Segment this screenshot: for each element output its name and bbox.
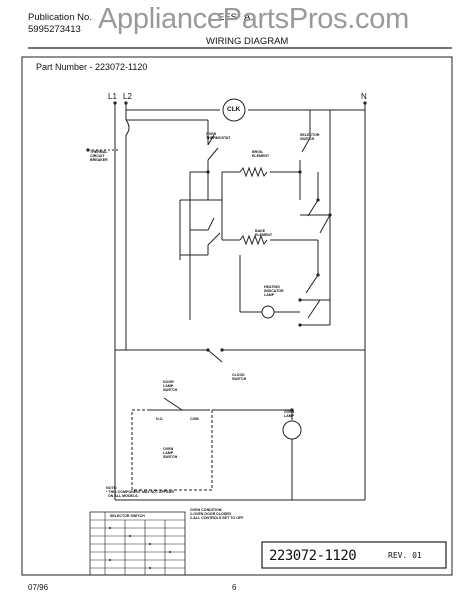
part-number-line: Part Number - 223072-1120 <box>36 62 148 72</box>
footer-date: 07/96 <box>28 583 49 592</box>
oven-lamp-label: OVEN LAMP <box>284 410 295 419</box>
publication-label: Publication No. <box>28 12 92 23</box>
line-l1-label: L1 <box>108 92 117 101</box>
section-title: WIRING DIAGRAM <box>206 36 289 47</box>
selector-table-title: SELECTOR SWITCH <box>110 514 145 518</box>
door-lamp-switch-label: DOOR LAMP SWITCH <box>163 380 178 393</box>
clock-switch-label: CLOCK SWITCH <box>232 373 247 382</box>
heating-lamp-label: HEATING INDICATOR LAMP <box>264 285 284 298</box>
broil-element-label: BROIL ELEMENT <box>252 150 270 159</box>
oven-lamp-switch-label: OVEN LAMP SWITCH <box>163 447 178 460</box>
no-contact-label: N.O. <box>156 417 164 421</box>
diagram-part-number: 223072-1120 <box>269 548 357 564</box>
page-number: 6 <box>232 583 237 592</box>
model-fragment: EES <box>218 12 238 23</box>
publication-number: 5995273413 <box>28 24 81 35</box>
line-n-label: N <box>361 92 367 101</box>
bake-element-label: BAKE ELEMENT <box>255 229 273 238</box>
model-suffix: A <box>244 12 251 23</box>
watermark: AppliancePartsPros.com <box>98 3 409 35</box>
thermal-breaker-label: THERMAL CIRCUIT BREAKER <box>90 150 108 163</box>
selector-switch-label: SELECTOR SWITCH <box>300 133 320 142</box>
com-contact-label: COM. <box>190 417 200 421</box>
clock-symbol: CLK <box>227 106 241 113</box>
line-l2-label: L2 <box>123 92 132 101</box>
component-note: NOTE: * THIS COMPONENT MAY NOT APPEAR ON… <box>106 486 174 499</box>
oven-thermostat-label: OVEN THERMOSTAT <box>206 132 231 141</box>
oven-condition-note: OVEN CONDITION: 1-OVEN DOOR CLOSED 2-ALL… <box>190 508 244 521</box>
revision-label: REV. 01 <box>388 551 422 560</box>
